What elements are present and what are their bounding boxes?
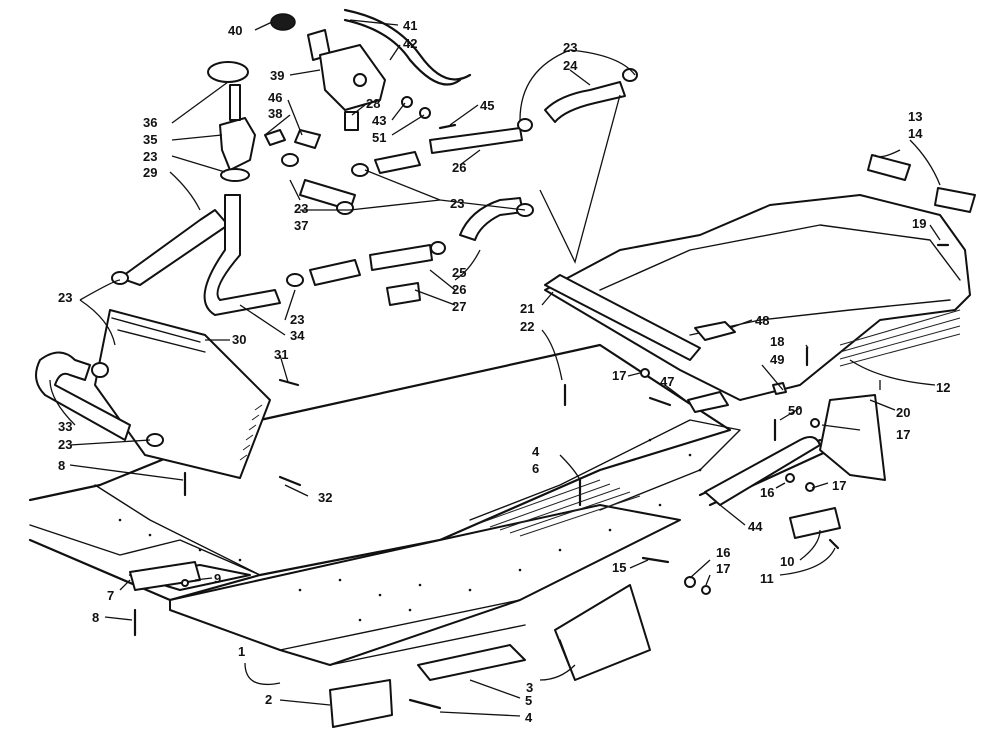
callout-42: 42 [403,36,417,51]
leader-lines [49,19,941,717]
callout-27: 27 [452,299,466,314]
callout-15: 15 [612,560,626,575]
callout-41: 41 [403,18,417,33]
callout-35: 35 [143,132,157,147]
callout-29: 29 [143,165,157,180]
callout-4: 4 [532,444,540,459]
callout-8: 8 [58,458,65,473]
belly-pan [28,343,832,666]
callout-46: 46 [268,90,282,105]
callout-4: 4 [525,710,533,725]
callout-33: 33 [58,419,72,434]
callout-40: 40 [228,23,242,38]
rivet-pattern [118,438,702,622]
callout-5: 5 [525,693,532,708]
callout-39: 39 [270,68,284,83]
callout-2: 2 [265,692,272,707]
fasteners [133,243,950,710]
callout-43: 43 [372,113,386,128]
callout-17: 17 [716,561,730,576]
callout-18: 18 [770,334,784,349]
front-plates [129,561,651,728]
callout-8: 8 [92,610,99,625]
callout-3: 3 [526,680,533,695]
callout-50: 50 [788,403,802,418]
callout-22: 22 [520,319,534,334]
filler-neck-assembly [207,61,359,182]
callout-32: 32 [318,490,332,505]
callout-23: 23 [143,149,157,164]
callout-labels: 1 2 3 4 4 5 6 7 8 8 9 10 11 12 13 14 15 … [58,18,950,725]
callout-44: 44 [748,519,763,534]
callout-9: 9 [214,571,221,586]
callout-17: 17 [612,368,626,383]
callout-19: 19 [912,216,926,231]
callout-23: 23 [294,201,308,216]
callout-24: 24 [563,58,578,73]
callout-17: 17 [832,478,846,493]
callout-49: 49 [770,352,784,367]
callout-7: 7 [107,588,114,603]
callout-17: 17 [896,427,910,442]
callout-16: 16 [760,485,774,500]
filler-cap [207,61,249,83]
callout-23: 23 [450,196,464,211]
callout-1: 1 [238,644,245,659]
callout-23: 23 [563,40,577,55]
callout-13: 13 [908,109,922,124]
hose-clamps [91,68,638,447]
callout-10: 10 [780,554,794,569]
callout-23: 23 [58,290,72,305]
callout-20: 20 [896,405,910,420]
callout-6: 6 [532,461,539,476]
callout-12: 12 [936,380,950,395]
callout-25: 25 [452,265,466,280]
overflow-bottle-assembly [270,8,472,130]
callout-37: 37 [294,218,308,233]
callout-51: 51 [372,130,386,145]
callout-48: 48 [755,313,769,328]
callout-30: 30 [232,332,246,347]
rear-frame [544,154,976,539]
callout-26: 26 [452,282,466,297]
callout-16: 16 [716,545,730,560]
callout-26: 26 [452,160,466,175]
callout-45: 45 [480,98,494,113]
callout-11: 11 [760,571,774,586]
heat-exchanger [94,309,271,479]
callout-21: 21 [520,301,534,316]
callout-38: 38 [268,106,282,121]
callout-34: 34 [290,328,305,343]
callout-23: 23 [290,312,304,327]
callout-31: 31 [274,347,288,362]
callout-23: 23 [58,437,72,452]
callout-47: 47 [660,374,674,389]
callout-36: 36 [143,115,157,130]
callout-28: 28 [366,96,380,111]
callout-14: 14 [908,126,923,141]
